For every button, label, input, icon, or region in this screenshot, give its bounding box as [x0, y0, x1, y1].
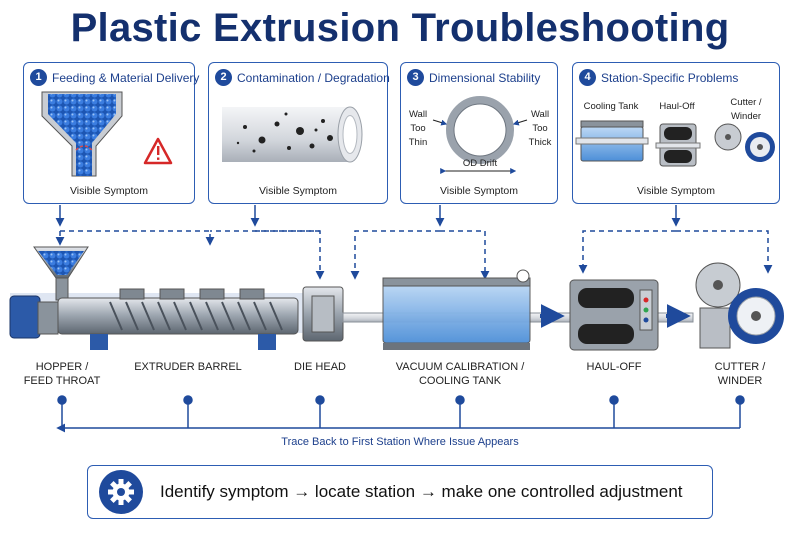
contaminated-pipe-illustration	[222, 106, 363, 163]
station-label-hopper: HOPPER /FEED THROAT	[23, 361, 101, 387]
mini-cooling-tank	[575, 120, 649, 162]
warning-icon	[143, 137, 173, 165]
step-number-badge: 2	[215, 69, 232, 86]
station-label-cutter-winder: CUTTER /WINDER	[714, 361, 766, 387]
visible-symptom-label: Visible Symptom	[636, 185, 715, 197]
panel-feeding: 1 Feeding & Material Delivery Visible Sym…	[23, 62, 199, 204]
panel-title: Contamination / Degradation	[237, 70, 390, 85]
cooling-tank-sublabel: Cooling Tank	[583, 101, 639, 112]
symptom-routing-lines	[55, 205, 773, 280]
page-title: Plastic Extrusion Troubleshooting	[70, 6, 730, 50]
mini-cutter-winder	[714, 123, 775, 162]
cutter-winder-sublabel: Cutter / Winder	[730, 97, 762, 122]
panel-dimensional: 3 Dimensional Stability Visible Symptom	[400, 62, 558, 204]
extruder-machine	[9, 246, 784, 351]
station-label-haul-off: HAUL-OFF	[586, 361, 642, 373]
trace-back-label: Trace Back to First Station Where Issue …	[281, 436, 519, 448]
visible-symptom-label: Visible Symptom	[439, 185, 518, 197]
step-number-badge: 3	[407, 69, 424, 86]
summary-text: Identify symptom → locate station → make…	[160, 482, 683, 501]
panel-title: Dimensional Stability	[429, 70, 541, 85]
haul-off-sublabel: Haul-Off	[659, 101, 695, 112]
hopper-pellets-illustration	[41, 91, 123, 177]
panel-title: Feeding & Material Delivery	[52, 70, 200, 85]
wall-too-thin-label: Wall Too Thin	[408, 109, 428, 148]
step-number-badge: 1	[30, 69, 47, 86]
visible-symptom-label: Visible Symptom	[258, 185, 337, 197]
station-label-barrel: EXTRUDER BARREL	[134, 361, 242, 373]
gear-icon	[99, 470, 143, 514]
panel-title: Station-Specific Problems	[601, 70, 739, 85]
wall-too-thick-label: Wall Too Thick	[528, 109, 552, 148]
pipe-cross-section-illustration	[432, 96, 528, 174]
od-drift-label: OD Drift	[462, 158, 498, 169]
visible-symptom-label: Visible Symptom	[69, 185, 148, 197]
step-number-badge: 4	[579, 69, 596, 86]
trace-back-line	[56, 395, 745, 433]
station-label-cooling-tank: VACUUM CALIBRATION /COOLING TANK	[395, 361, 525, 387]
summary-box	[87, 465, 713, 519]
mini-haul-off	[655, 123, 701, 167]
station-label-die-head: DIE HEAD	[294, 361, 346, 373]
